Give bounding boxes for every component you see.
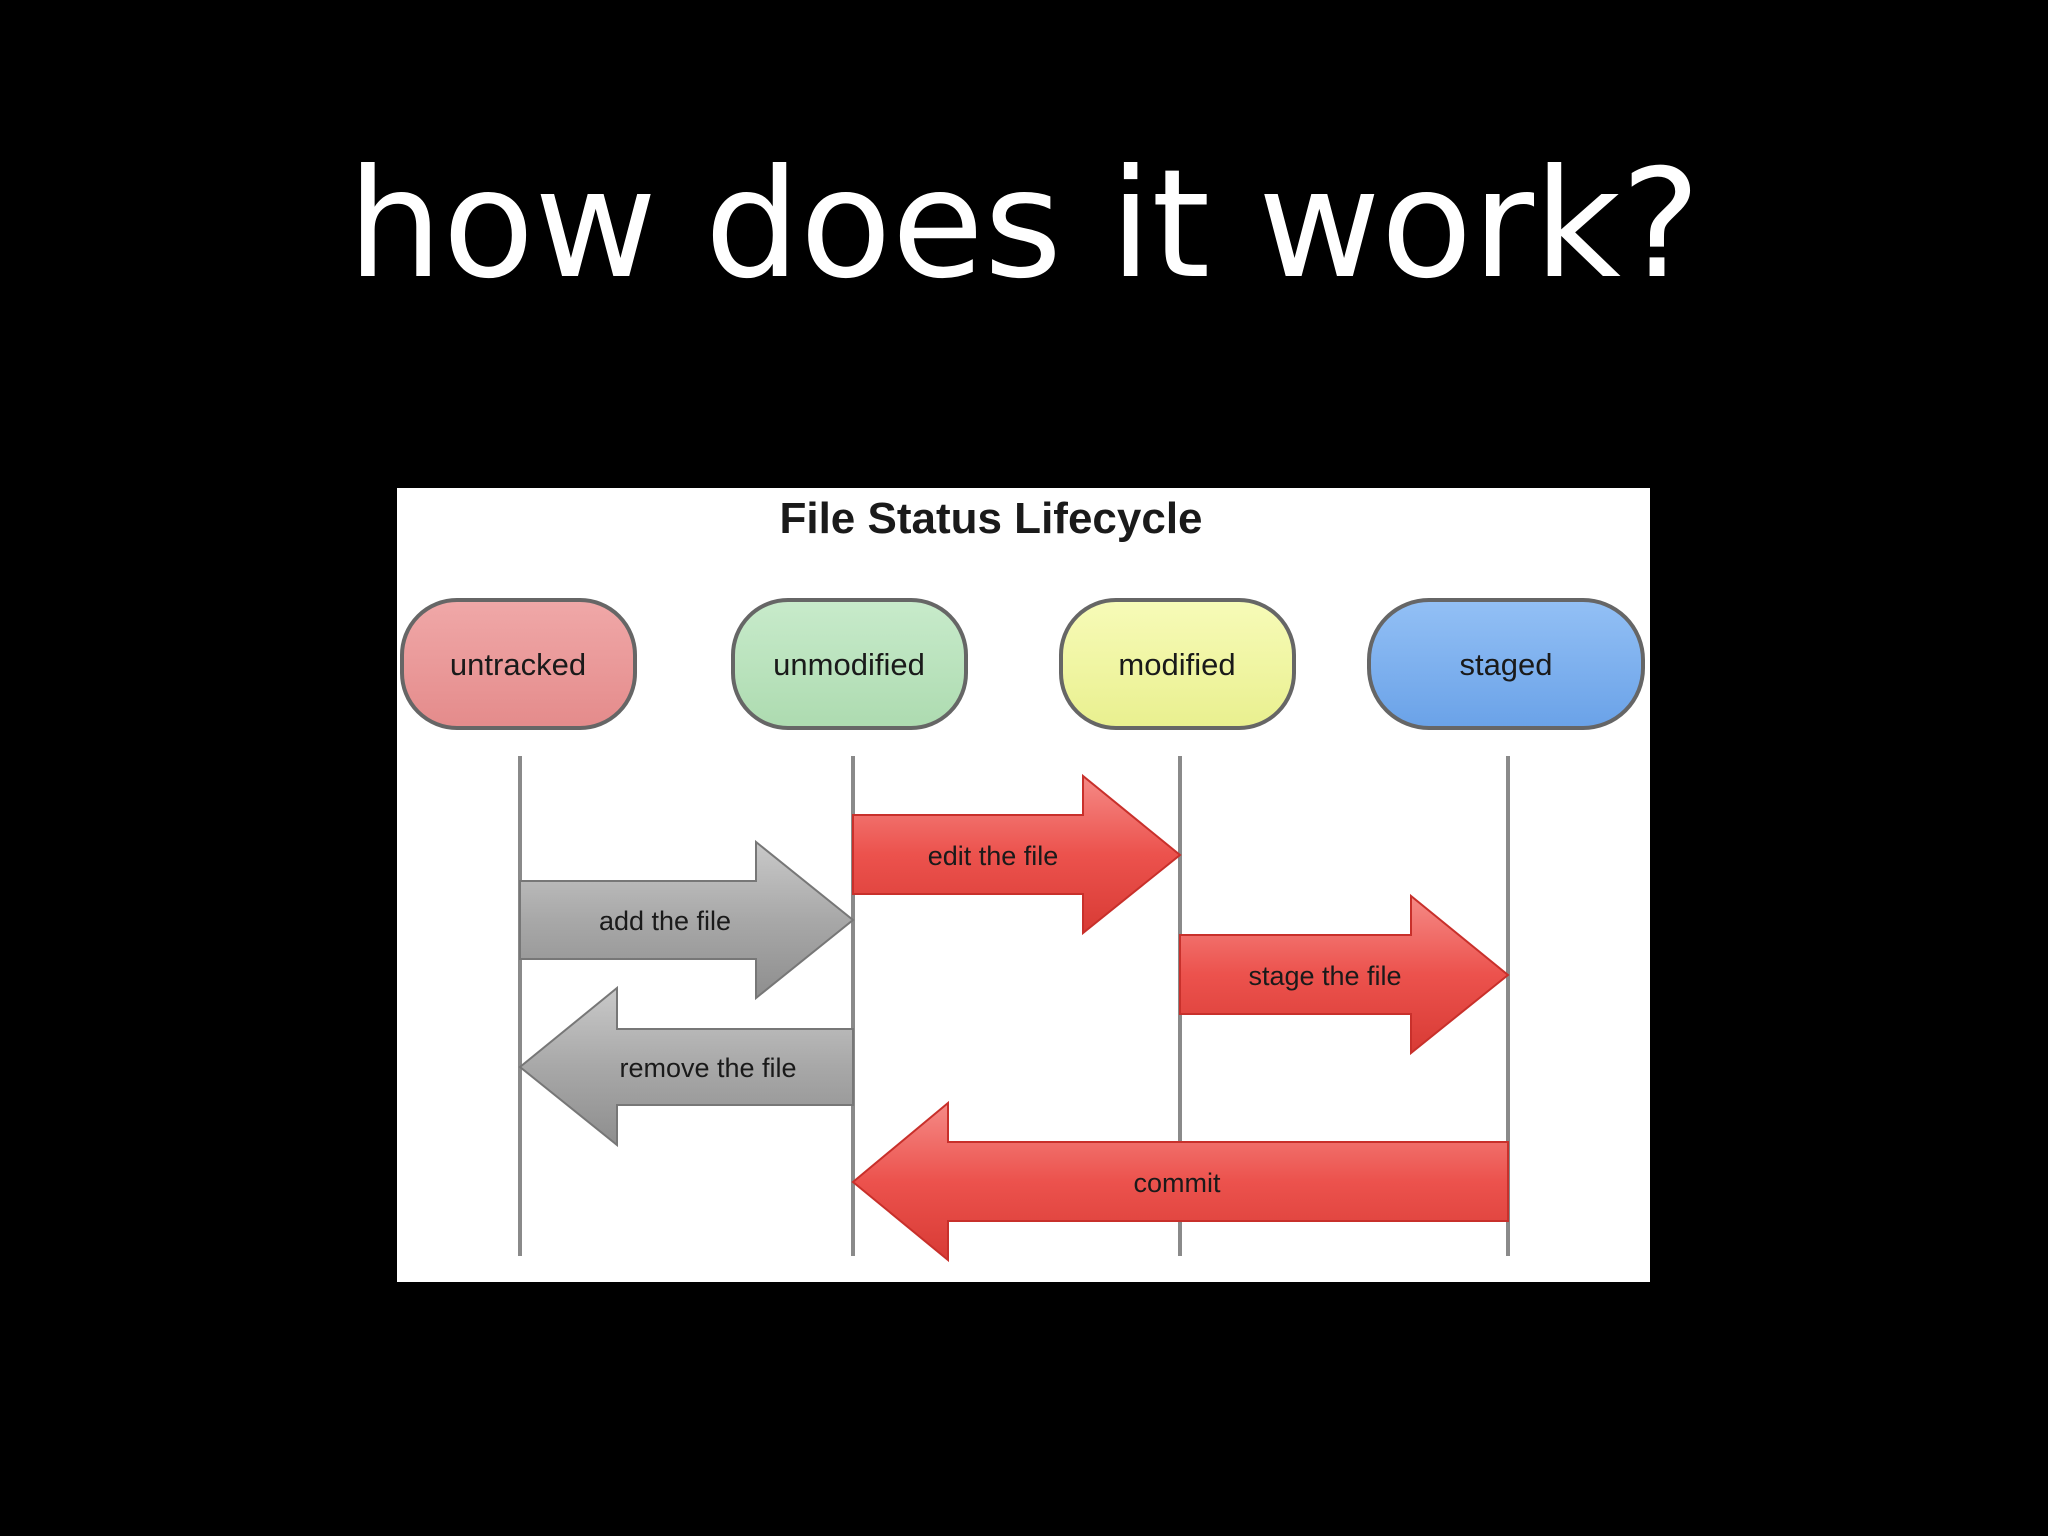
arrow-remove-the-file-label: remove the file — [619, 1053, 796, 1083]
state-unmodified-label: unmodified — [773, 647, 925, 682]
arrow-remove-the-file: remove the file — [518, 985, 854, 1148]
arrow-commit-label: commit — [1134, 1168, 1221, 1198]
state-modified-label: modified — [1118, 647, 1235, 682]
state-untracked-label: untracked — [450, 647, 586, 682]
arrow-add-the-file-label: add the file — [599, 906, 731, 936]
arrow-commit: commit — [851, 1100, 1509, 1263]
diagram-svg: File Status Lifecycle untracked unmodifi… — [400, 494, 1645, 1263]
diagram-title: File Status Lifecycle — [779, 494, 1202, 543]
slide-title: how does it work? — [347, 138, 1701, 312]
arrow-edit-the-file-label: edit the file — [928, 841, 1059, 871]
arrow-stage-the-file-label: stage the file — [1248, 961, 1401, 991]
state-unmodified: unmodified — [731, 598, 968, 730]
file-status-lifecycle-diagram: File Status Lifecycle untracked unmodifi… — [397, 488, 1650, 1282]
arrow-stage-the-file: stage the file — [1179, 893, 1510, 1056]
state-staged: staged — [1367, 598, 1645, 730]
state-staged-label: staged — [1459, 647, 1552, 682]
state-untracked: untracked — [400, 598, 637, 730]
arrow-edit-the-file: edit the file — [852, 773, 1182, 936]
state-modified: modified — [1059, 598, 1296, 730]
arrow-add-the-file: add the file — [519, 839, 855, 1001]
